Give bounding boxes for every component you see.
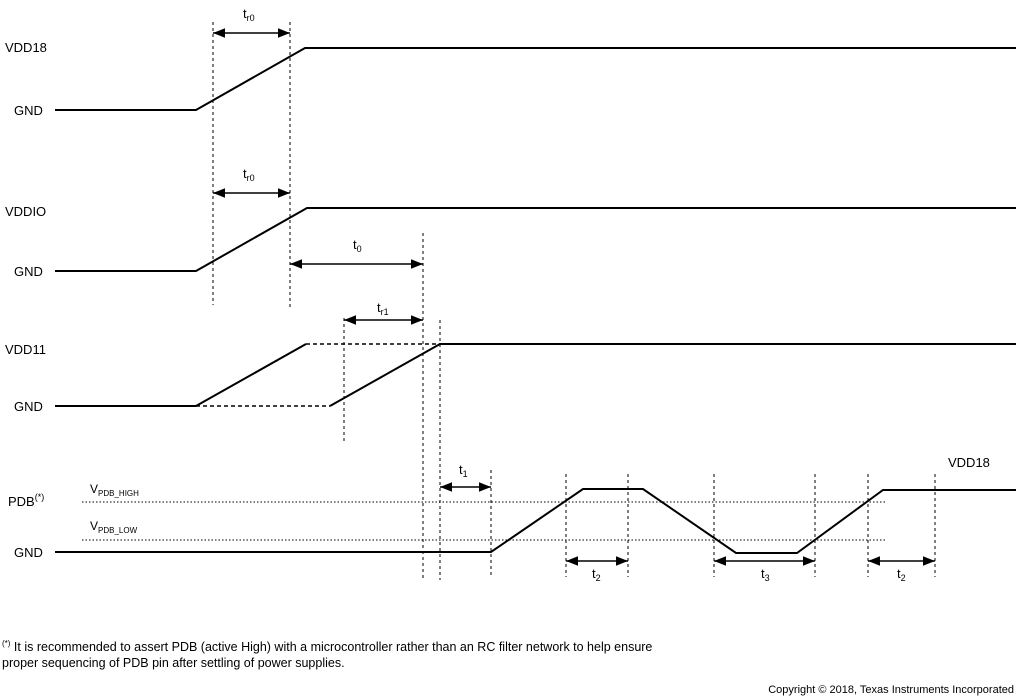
- pdb-waveform: [55, 488, 1016, 554]
- vpdb-high-label: VPDB_HIGH: [90, 482, 139, 498]
- footnote-text-line-1: It is recommended to assert PDB (active …: [10, 640, 653, 654]
- tr0-vddio-label: tr0: [243, 166, 255, 183]
- vddio-gnd-label: GND: [14, 264, 43, 279]
- pdb-end-vdd18-label: VDD18: [948, 455, 990, 470]
- pdb-label: PDB(*): [8, 492, 44, 509]
- footnote-marker: (*): [2, 638, 11, 648]
- t0-label: t0: [353, 237, 362, 254]
- vdd18-waveform: [55, 47, 1016, 111]
- t1-label: t1: [459, 462, 468, 479]
- pdb-gnd-label: GND: [14, 545, 43, 560]
- vdd11-waveform-late: [329, 343, 1016, 407]
- vdd18-high-label: VDD18: [5, 40, 47, 55]
- vdd11-waveform-early: [55, 343, 307, 407]
- vpdb-low-label: VPDB_LOW: [90, 519, 138, 535]
- vdd11-gnd-label: GND: [14, 399, 43, 414]
- vdd18-gnd-label: GND: [14, 103, 43, 118]
- vddio-high-label: VDDIO: [5, 204, 46, 219]
- t3-label: t3: [761, 566, 770, 583]
- t2-second-label: t2: [897, 566, 906, 583]
- copyright-notice: Copyright © 2018, Texas Instruments Inco…: [768, 684, 1014, 696]
- footnote-line-1: (*) It is recommended to assert PDB (act…: [2, 639, 762, 655]
- footnote: (*) It is recommended to assert PDB (act…: [2, 639, 762, 671]
- tr1-label: tr1: [377, 300, 389, 317]
- footnote-text-line-2: proper sequencing of PDB pin after settl…: [2, 656, 345, 670]
- t2-first-label: t2: [592, 566, 601, 583]
- tr0-vdd18-label: tr0: [243, 6, 255, 23]
- vddio-waveform: [55, 207, 1016, 272]
- vdd11-high-label: VDD11: [5, 342, 46, 357]
